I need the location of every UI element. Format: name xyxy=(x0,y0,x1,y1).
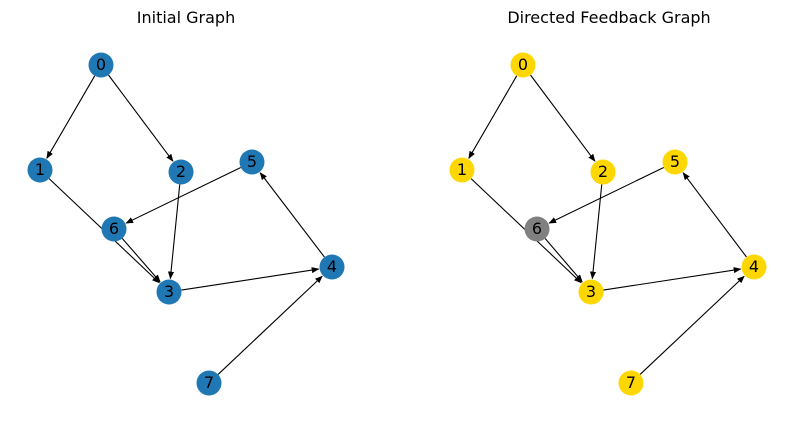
node-5 xyxy=(239,149,265,175)
node-0 xyxy=(88,52,114,78)
edge-7-4 xyxy=(639,275,745,375)
node-label-2: 2 xyxy=(598,162,608,181)
node-label-7: 7 xyxy=(204,373,214,392)
node-label-0: 0 xyxy=(96,55,106,74)
node-3 xyxy=(578,279,604,305)
node-label-6: 6 xyxy=(109,219,119,238)
edge-6-3 xyxy=(544,238,583,283)
node-label-3: 3 xyxy=(586,282,596,301)
graph-panel-initial: 0 1 2 3 4 5 6 7 xyxy=(27,52,345,396)
node-label-1: 1 xyxy=(35,160,45,179)
node-label-4: 4 xyxy=(327,257,337,276)
edge-4-5 xyxy=(259,172,325,258)
node-label-4: 4 xyxy=(749,257,759,276)
panel-title-initial: Initial Graph xyxy=(136,8,236,27)
node-label-1: 1 xyxy=(457,160,467,179)
node-label-2: 2 xyxy=(176,162,186,181)
node-7 xyxy=(196,370,222,396)
node-4 xyxy=(741,254,767,280)
node-label-3: 3 xyxy=(164,282,174,301)
node-5 xyxy=(662,149,688,175)
node-label-5: 5 xyxy=(247,152,257,171)
node-1 xyxy=(449,157,475,183)
node-2 xyxy=(590,159,616,185)
node-label-6: 6 xyxy=(532,219,542,238)
graph-panel-feedback: 0 1 2 3 4 5 6 7 xyxy=(449,52,767,396)
node-4 xyxy=(319,254,345,280)
edge-3-4 xyxy=(181,267,320,291)
edge-4-5 xyxy=(682,172,747,258)
edge-7-4 xyxy=(217,275,323,375)
edge-2-3 xyxy=(167,184,181,280)
edge-0-2 xyxy=(108,74,174,162)
node-2 xyxy=(168,159,194,185)
node-3 xyxy=(156,279,182,305)
node-label-7: 7 xyxy=(626,373,636,392)
edge-3-4 xyxy=(603,267,742,291)
node-label-0: 0 xyxy=(518,55,528,74)
edge-0-2 xyxy=(530,74,596,162)
node-label-5: 5 xyxy=(670,152,680,171)
node-0 xyxy=(510,52,536,78)
edge-6-3 xyxy=(121,238,161,283)
node-7 xyxy=(618,370,644,396)
node-6 xyxy=(101,216,127,242)
edge-5-6 xyxy=(548,166,664,224)
edge-2-3 xyxy=(589,184,603,280)
edge-0-1 xyxy=(46,75,96,159)
panel-title-feedback: Directed Feedback Graph xyxy=(507,8,711,27)
edge-0-1 xyxy=(468,75,518,159)
node-6 xyxy=(524,216,550,242)
edge-5-6 xyxy=(125,166,241,224)
node-1 xyxy=(27,157,53,183)
